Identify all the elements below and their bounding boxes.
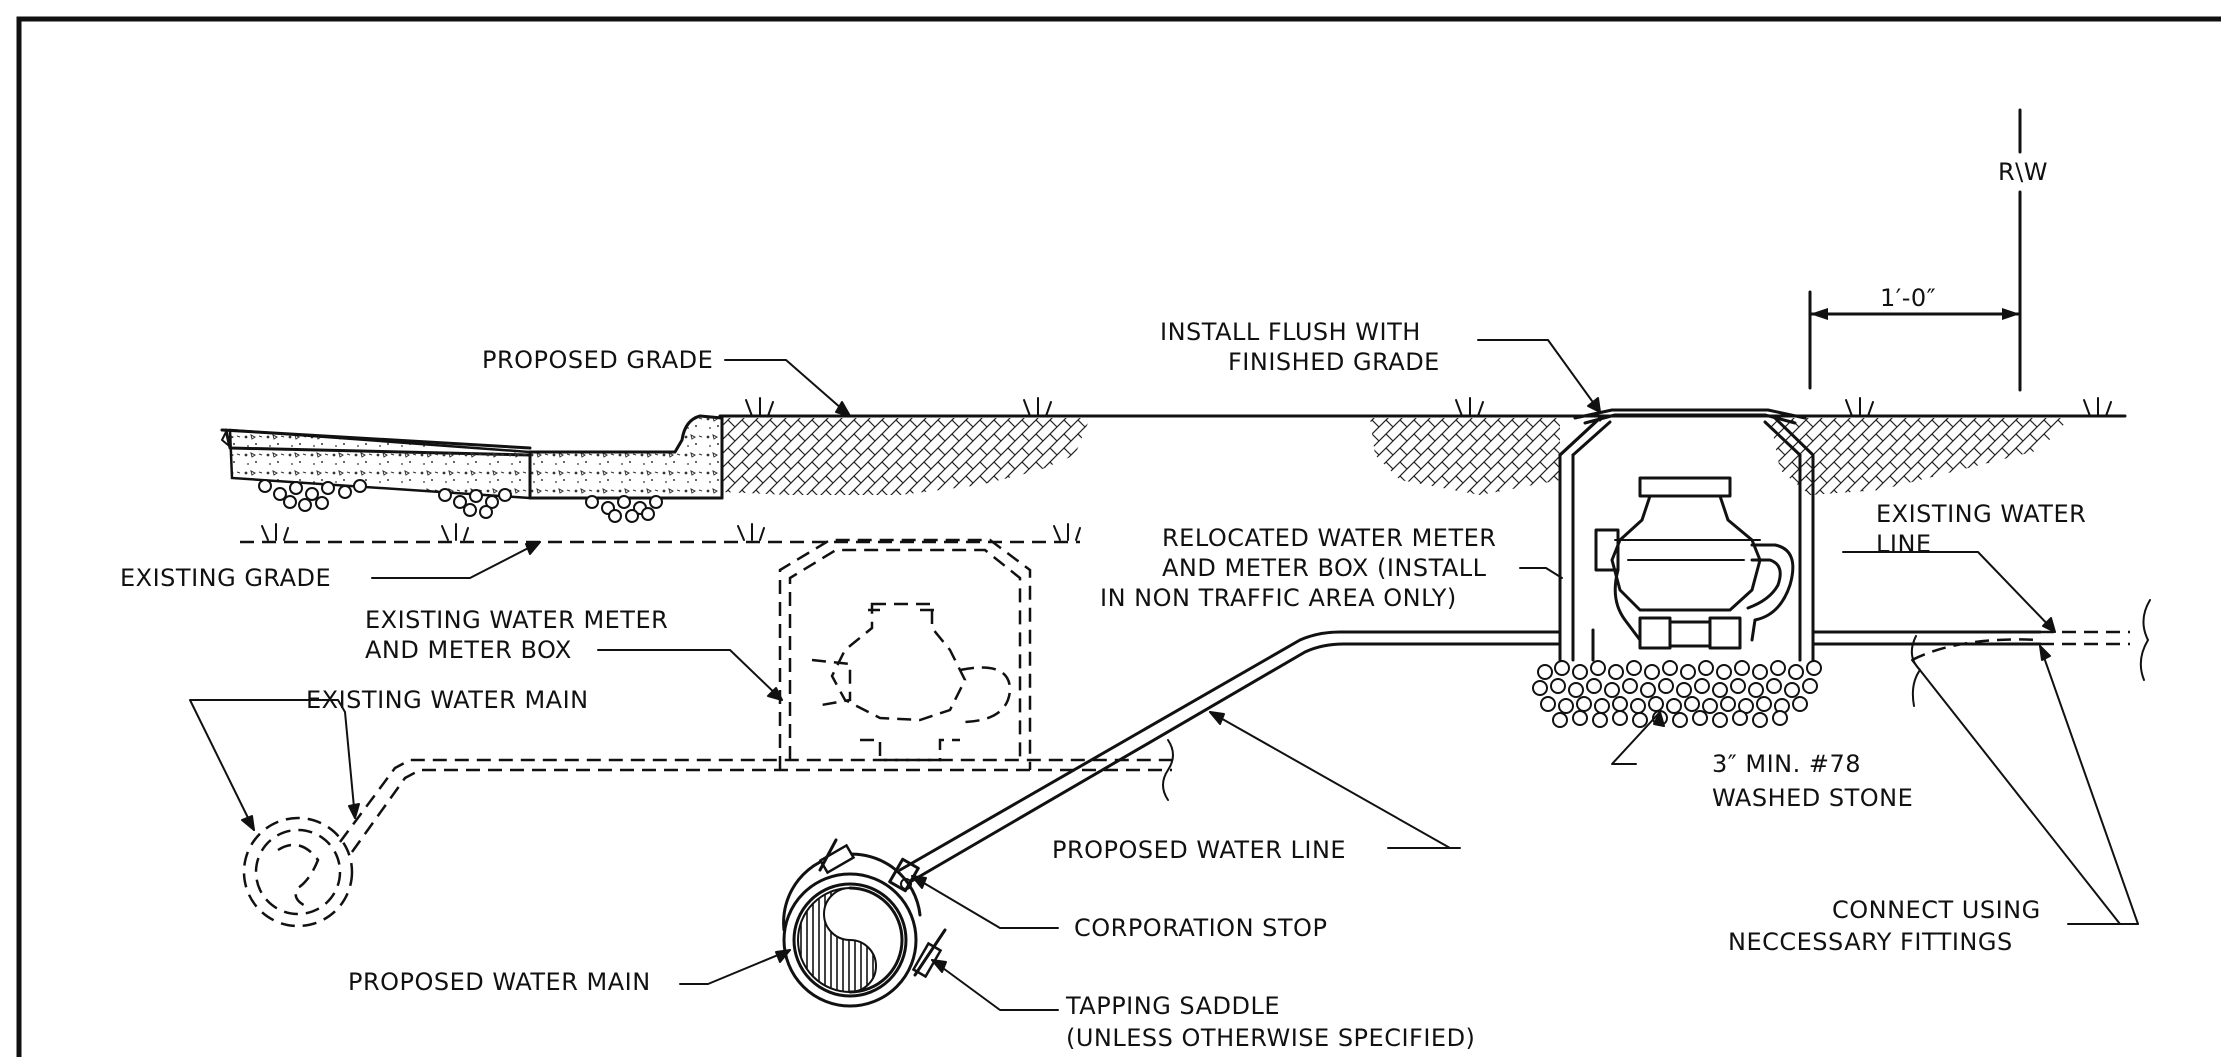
existing-water-line [1910,599,2151,707]
existing-water-main [242,816,354,928]
label-existing-meter-2: AND METER BOX [365,636,572,664]
label-existing-meter-1: EXISTING WATER METER [365,606,668,634]
tapping-saddle [782,838,947,979]
label-install-flush-2: FINISHED GRADE [1228,348,1440,376]
label-relocated-3: IN NON TRAFFIC AREA ONLY) [1100,584,1457,612]
right-of-way-marker: R\W [1998,108,2048,392]
existing-meter-box [778,538,1032,770]
label-connect-2: NECCESSARY FITTINGS [1728,928,2013,956]
sheet-border [16,16,2221,1057]
label-existing-main: EXISTING WATER MAIN [306,686,589,714]
label-proposed-grade: PROPOSED GRADE [482,346,713,374]
curb-and-sidewalk [220,414,724,500]
proposed-water-line [898,630,2042,884]
label-existing-line-2: LINE [1876,530,1932,558]
leader-lines [189,339,2139,1011]
existing-grade-line [240,523,1081,544]
soil-hatch-right [1770,418,2070,495]
label-relocated-1: RELOCATED WATER METER [1162,524,1496,552]
proposed-water-main [782,872,918,1008]
label-tapping-1: TAPPING SADDLE [1065,992,1280,1020]
grass-tufts [745,397,2112,417]
label-corporation-stop: CORPORATION STOP [1074,914,1327,942]
washed-stone-bed [1532,660,1822,728]
label-proposed-main: PROPOSED WATER MAIN [348,968,651,996]
label-existing-grade: EXISTING GRADE [120,564,331,592]
existing-service-line [338,739,1174,853]
corporation-stop [888,857,920,893]
label-install-flush-1: INSTALL FLUSH WITH [1160,318,1421,346]
label-existing-line-1: EXISTING WATER [1876,500,2086,528]
label-proposed-line: PROPOSED WATER LINE [1052,836,1346,864]
offset-dimension-label: 1′-0″ [1880,284,1936,312]
label-stone-1: 3″ MIN. #78 [1712,750,1861,778]
sidewalk-gravel [258,479,663,523]
label-tapping-2: (UNLESS OTHERWISE SPECIFIED) [1066,1024,1475,1052]
soil-hatch-left [722,418,1090,495]
rw-label: R\W [1998,158,2048,186]
label-stone-2: WASHED STONE [1712,784,1913,812]
relocated-meter-box [1558,408,1815,662]
soil-hatch-center [1370,418,1560,495]
label-connect-1: CONNECT USING [1832,896,2041,924]
offset-dimension: 1′-0″ [1808,284,2022,390]
callout-labels: PROPOSED GRADE INSTALL FLUSH WITH FINISH… [120,318,2086,1052]
label-relocated-2: AND METER BOX (INSTALL [1162,554,1487,582]
water-meter [1591,476,1802,662]
proposed-grade-line [718,414,2127,495]
